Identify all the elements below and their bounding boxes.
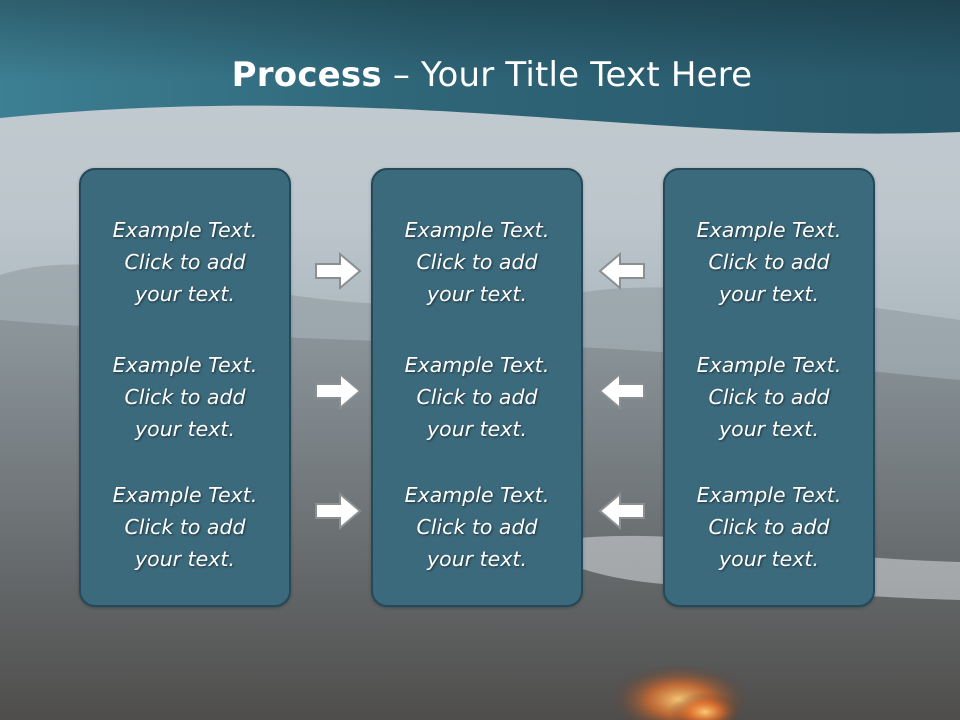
text-line: Example Text.	[696, 218, 842, 242]
text-block[interactable]: Example Text. Click to add your text.	[373, 479, 581, 575]
text-line: Click to add	[708, 515, 830, 539]
arrow-right-icon	[315, 251, 362, 291]
process-box-center[interactable]: Example Text. Click to add your text. Ex…	[371, 168, 583, 607]
process-box-left[interactable]: Example Text. Click to add your text. Ex…	[79, 168, 291, 607]
text-line: Click to add	[416, 250, 538, 274]
arrow-left-icon	[598, 491, 645, 531]
text-block[interactable]: Example Text. Click to add your text.	[373, 214, 581, 310]
text-line: your text.	[719, 282, 819, 306]
text-line: your text.	[719, 547, 819, 571]
text-block[interactable]: Example Text. Click to add your text.	[81, 349, 289, 445]
text-line: Example Text.	[404, 353, 550, 377]
text-line: your text.	[427, 417, 527, 441]
text-line: Click to add	[708, 385, 830, 409]
text-line: Example Text.	[696, 353, 842, 377]
text-line: your text.	[427, 547, 527, 571]
title-bold: Process	[231, 55, 382, 95]
text-block[interactable]: Example Text. Click to add your text.	[81, 214, 289, 310]
text-line: Example Text.	[404, 218, 550, 242]
arrow-left-icon	[598, 251, 645, 291]
text-line: your text.	[427, 282, 527, 306]
text-line: your text.	[135, 417, 235, 441]
text-line: Example Text.	[112, 353, 258, 377]
text-block[interactable]: Example Text. Click to add your text.	[665, 214, 873, 310]
text-block[interactable]: Example Text. Click to add your text.	[373, 349, 581, 445]
text-block[interactable]: Example Text. Click to add your text.	[81, 479, 289, 575]
arrow-left-icon	[598, 371, 645, 411]
text-line: Click to add	[124, 385, 246, 409]
process-box-right[interactable]: Example Text. Click to add your text. Ex…	[663, 168, 875, 607]
text-line: Example Text.	[112, 218, 258, 242]
title-band	[0, 0, 960, 134]
title-separator: –	[381, 55, 422, 95]
text-line: your text.	[719, 417, 819, 441]
page-title: Process – Your Title Text Here	[0, 52, 960, 98]
text-block[interactable]: Example Text. Click to add your text.	[665, 349, 873, 445]
text-line: Click to add	[708, 250, 830, 274]
text-line: Click to add	[416, 515, 538, 539]
text-block[interactable]: Example Text. Click to add your text.	[665, 479, 873, 575]
title-rest: Your Title Text Here	[421, 55, 753, 95]
text-line: your text.	[135, 282, 235, 306]
text-line: Click to add	[124, 515, 246, 539]
arrow-right-icon	[315, 491, 362, 531]
text-line: Click to add	[416, 385, 538, 409]
arrow-right-icon	[315, 371, 362, 411]
text-line: your text.	[135, 547, 235, 571]
text-line: Click to add	[124, 250, 246, 274]
text-line: Example Text.	[404, 483, 550, 507]
text-line: Example Text.	[696, 483, 842, 507]
text-line: Example Text.	[112, 483, 258, 507]
